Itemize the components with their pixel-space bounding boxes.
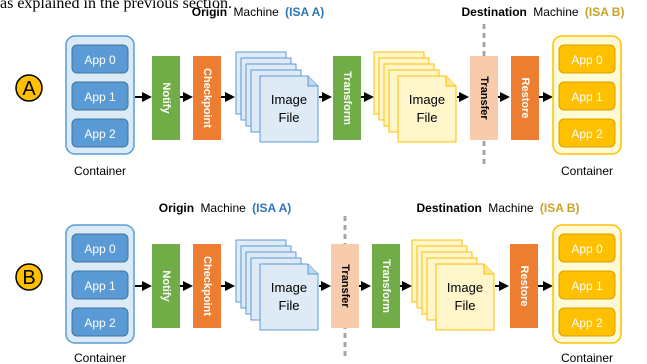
restore-label: Restore: [518, 266, 530, 307]
app-box: [71, 44, 129, 74]
transform-label: Transform: [341, 71, 353, 125]
isa-a-label: (ISA A): [252, 201, 291, 215]
app-box: [71, 233, 129, 263]
app-label: App 2: [84, 127, 116, 141]
origin-machine-title-b: Origin Machine (ISA A): [159, 201, 292, 215]
row-b: B App 0 App 1 App 2 Container Notify Che…: [15, 224, 622, 364]
restore-step: [510, 244, 538, 328]
destination-word: Destination: [462, 5, 527, 19]
app-label: App 0: [84, 53, 116, 67]
image-file-label-line1: Image: [271, 280, 307, 295]
notify-step: [152, 56, 180, 140]
app-label: App 1: [84, 90, 116, 104]
origin-word: Origin: [159, 201, 194, 215]
origin-machine-title-a: Origin Machine (ISA A): [192, 5, 325, 19]
destination-machine-title-b: Destination Machine (ISA B): [417, 201, 580, 215]
row-badge-letter: B: [22, 267, 35, 289]
app-box: [71, 270, 129, 300]
destination-machine-title-a: Destination Machine (ISA B): [462, 5, 625, 19]
container-label: Container: [74, 351, 126, 364]
checkpoint-label: Checkpoint: [201, 256, 213, 316]
app-box: [558, 233, 616, 263]
row-a: A App 0 App 1 App 2 Container Notify Che…: [15, 35, 622, 178]
image-file-front: [435, 263, 495, 331]
image-file-label-line2: File: [279, 298, 300, 313]
app-box: [71, 81, 129, 111]
machine-word: Machine: [488, 201, 534, 215]
restore-step: [511, 56, 539, 140]
notify-label: Notify: [160, 82, 172, 114]
image-file-stack-left: [235, 239, 319, 331]
row-badge-a: [15, 74, 43, 102]
transfer-step: [470, 56, 498, 140]
container-label: Container: [561, 351, 613, 364]
isa-b-label: (ISA B): [540, 201, 580, 215]
checkpoint-step: [193, 56, 221, 140]
image-file-label-line1: Image: [447, 280, 483, 295]
app-box: [558, 118, 616, 148]
app-box: [71, 307, 129, 337]
machine-word: Machine: [200, 201, 246, 215]
app-label: App 1: [571, 90, 603, 104]
transform-step: [372, 244, 400, 328]
transfer-step: [331, 244, 359, 328]
isa-a-label: (ISA A): [285, 5, 324, 19]
container-label: Container: [74, 164, 126, 178]
image-file-label-line2: File: [455, 298, 476, 313]
image-file-label-line1: Image: [409, 92, 445, 107]
app-label: App 2: [571, 316, 603, 330]
notify-step: [152, 244, 180, 328]
image-file-front: [259, 75, 319, 143]
image-file-front: [397, 75, 457, 143]
transfer-label: Transfer: [478, 76, 490, 120]
app-label: App 2: [84, 316, 116, 330]
app-label: App 1: [84, 279, 116, 293]
app-label: App 2: [571, 127, 603, 141]
app-label: App 0: [571, 53, 603, 67]
machine-word: Machine: [533, 5, 579, 19]
image-file-stack-right: [411, 239, 495, 331]
transform-label: Transform: [380, 259, 392, 313]
app-label: App 1: [571, 279, 603, 293]
restore-label: Restore: [519, 78, 531, 119]
image-file-label-line1: Image: [271, 92, 307, 107]
app-label: App 0: [571, 242, 603, 256]
machine-word: Machine: [233, 5, 279, 19]
image-file-stack-right: [373, 51, 457, 143]
checkpoint-label: Checkpoint: [201, 68, 213, 128]
origin-word: Origin: [192, 5, 227, 19]
checkpoint-step: [193, 244, 221, 328]
image-file-front: [259, 263, 319, 331]
container-label: Container: [561, 164, 613, 178]
row-badge-letter: A: [22, 78, 36, 100]
transform-step: [333, 56, 361, 140]
image-file-label-line2: File: [417, 110, 438, 125]
notify-label: Notify: [160, 270, 172, 302]
app-box: [71, 118, 129, 148]
image-file-stack-left: [235, 51, 319, 143]
app-box: [558, 307, 616, 337]
caption-fragment: as explained in the previous section.: [0, 0, 232, 12]
app-box: [558, 81, 616, 111]
row-badge-b: [15, 263, 43, 291]
app-box: [558, 270, 616, 300]
isa-b-label: (ISA B): [585, 5, 625, 19]
transfer-label: Transfer: [339, 264, 351, 308]
app-box: [558, 44, 616, 74]
image-file-label-line2: File: [279, 110, 300, 125]
destination-word: Destination: [417, 201, 482, 215]
app-label: App 0: [84, 242, 116, 256]
